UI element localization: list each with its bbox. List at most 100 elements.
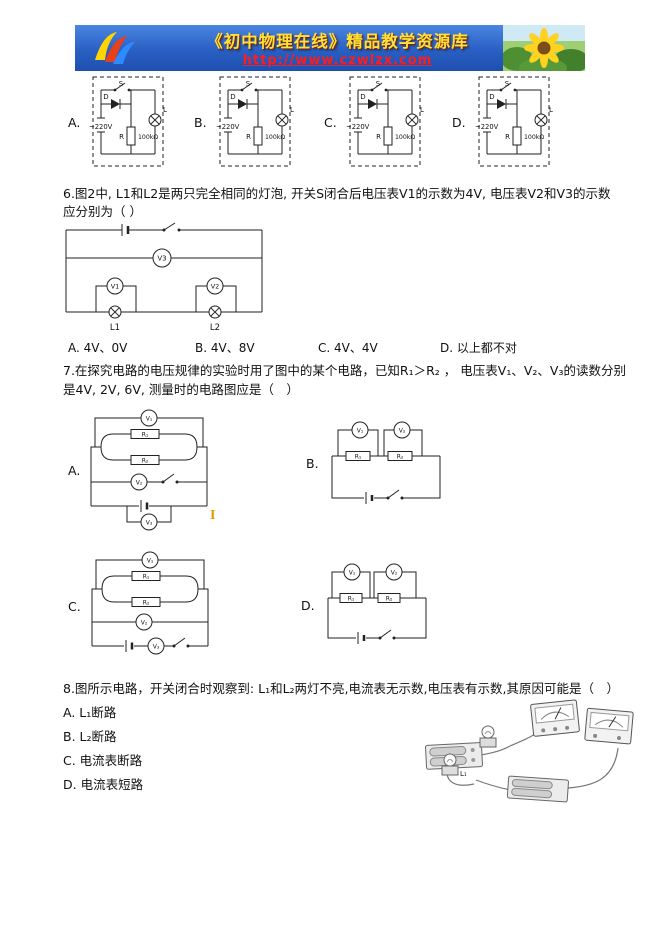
source-label: ~220V [216,123,240,131]
voltmeter-mid [135,613,153,631]
diode-label: D [230,93,235,101]
q8-option-d: D. 电流表短路 [63,777,144,792]
q7-option-b: B. V₁ V₂ R₁ R₂ [306,416,446,511]
wires [65,222,263,313]
q6-option-d: D. 以上都不对 [440,341,517,355]
q8-photo: L₁ [425,699,634,803]
voltmeter-v2 [393,421,411,439]
resistor-r1 [339,593,363,603]
resistance-label: 100kΩ [138,134,158,141]
q7-option-d: D. V₁ V₂ R₁ R₂ [301,558,432,653]
resistor-r2 [130,455,160,465]
option-letter-d: D. [452,114,466,130]
r2-label: R₂ [385,596,392,603]
ac-circuit-diagram-c: S D ~220V R 100kΩ L [346,76,424,167]
switch-label: S [245,80,250,88]
resistor-r2 [377,593,401,603]
voltmeter-bottom [140,513,158,531]
wires [91,559,209,652]
site-url-link[interactable]: http://www.czwlzx.com [242,53,433,68]
resistor-r1 [345,451,371,461]
q7-circuit-c: V₁ R₁ R₂ V₂ V₃ [91,551,209,655]
cursor-artifact: I [210,508,216,523]
voltmeter-photo [584,707,634,745]
q7-option-c: C. V₁ R₁ R₂ V₂ V₃ [68,550,213,662]
q7-text-line1: 7.在探究电路的电压规律的实验时用了图中的某个电路，已知R₁＞R₂ ， 电压表V… [63,363,626,378]
v1-label: V₁ [348,570,355,577]
q8-option-c: C. 电流表断路 [63,753,143,768]
q7-letter-b: B. [306,456,319,471]
site-banner: 《初中物理在线》精品教学资源库 http://www.czwlzx.com [75,25,585,71]
v-mid-label: V₂ [136,480,143,487]
sunflower-center [537,41,551,55]
circuit-option-a: A. S D ~220V R 100kΩ L [68,74,175,170]
resistor-label: R [246,133,251,141]
v3-label: V3 [157,255,166,263]
q7-circuit-a: V₁ R₁ R₂ V₂ V₃ [90,409,208,531]
q6-option-a: A. 4V、0V [68,341,128,355]
r1-label: R₁ [354,454,361,461]
switch-blade [163,473,175,483]
switch-label: S [504,80,509,88]
switch-label: S [119,80,124,88]
q6-option-c: C. 4V、4V [318,341,378,355]
source-label: ~220V [346,123,370,131]
q8-text: 8.图所示电路，开关闭合时观察到: L₁和L₂两灯不亮,电流表无示数,电压表有示… [63,681,619,696]
resistance-label: 100kΩ [395,134,415,141]
q7-circuit-d: V₁ V₂ R₁ R₂ [327,563,427,644]
v-bot-label: V₃ [146,520,153,527]
ac-circuit-diagram-d: S D ~220V R 100kΩ L [475,76,553,167]
resistor-r2 [131,597,161,607]
ammeter-photo [530,699,580,737]
lamp-label: L [420,106,424,114]
resistance-label: 100kΩ [524,134,544,141]
photo-lamp-label: L₁ [460,770,467,778]
q7-option-a: A. V₁ R₁ R₂ V₂ [68,408,212,532]
v-mid-label: V₂ [140,620,147,627]
ac-circuit-diagram-b: S D ~220V R 100kΩ L [216,76,294,167]
q7-text-line2: 是4V, 2V, 6V, 测量时的电路图应是（ ） [63,382,299,397]
r2-label: R₂ [142,600,149,607]
wires [327,571,427,644]
v1-label: V₁ [356,428,363,435]
circuit-option-d: D. S D ~220V R 100kΩ L [452,74,561,170]
r1-label: R₁ [347,596,354,603]
circuit-option-c: C. S D ~220V R 100kΩ L [324,74,432,170]
switch-blade [387,489,399,499]
switch-blade [163,222,176,231]
voltmeter-v2 [206,277,224,295]
l2-label: L2 [210,323,220,333]
lamp-label: L [163,106,167,114]
lamp-photo-2 [479,725,497,748]
switch-blade [379,629,391,639]
q6-text-line1: 6.图2中, L1和L2是两只完全相同的灯泡, 开关S闭合后电压表V1的示数为4… [63,186,611,201]
banner-text: 《初中物理在线》精品教学资源库 http://www.czwlzx.com [185,28,490,68]
r2-label: R₂ [396,454,403,461]
q8-option-a: A. L₁断路 [63,705,117,720]
v1-label: V1 [111,283,120,291]
source-label: ~220V [475,123,499,131]
resistor-label: R [376,133,381,141]
site-logo-icon [95,32,135,64]
wires [331,429,441,504]
switch-label: S [375,80,380,88]
switch-blade [173,637,185,647]
q6-circuit-diagram: V3 V1 V2 L1 L2 [65,222,263,333]
source-label: ~220V [89,123,113,131]
battery-pack-2 [506,775,569,803]
voltmeter-top [140,409,158,427]
lamp-label: L [549,106,553,114]
diode-label: D [360,93,365,101]
q8-option-b: B. L₂断路 [63,729,117,744]
voltmeter-bottom [147,637,165,655]
resistor-label: R [119,133,124,141]
resistor-label: R [505,133,510,141]
diode-label: D [104,93,109,101]
v2-label: V₂ [390,570,397,577]
lamps [108,305,222,319]
sunflower-image [503,25,585,71]
resistor-r1 [130,429,160,439]
v-top-label: V₁ [146,558,153,565]
q6-option-b: B. 4V、8V [195,341,255,355]
l1-label: L1 [110,323,120,333]
